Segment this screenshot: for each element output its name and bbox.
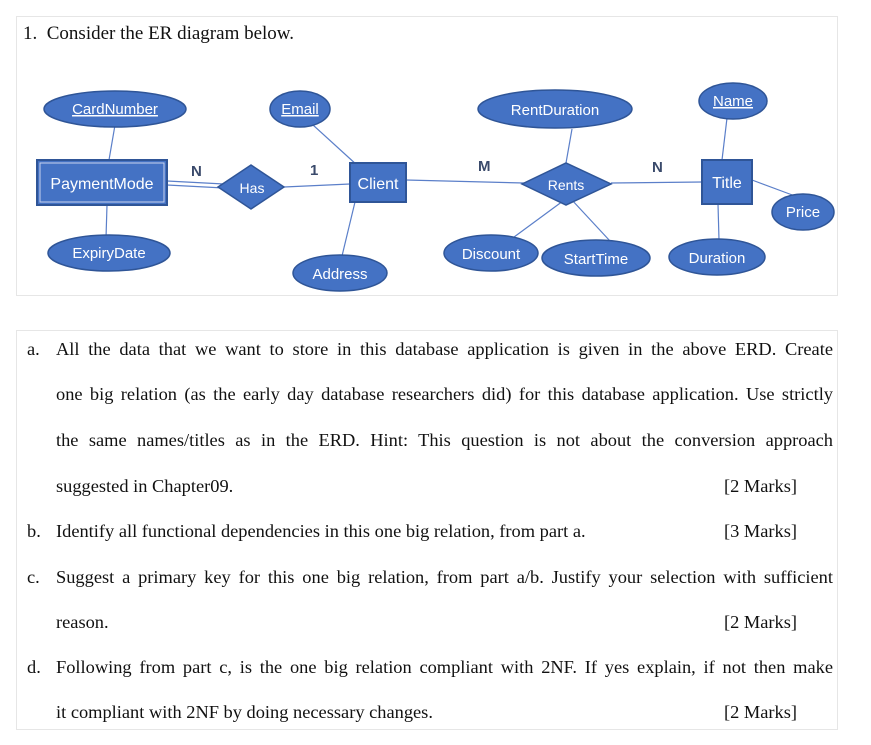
- relationship-rents-label: Rents: [548, 177, 585, 193]
- attribute-address: Address: [292, 254, 388, 292]
- entity-paymentmode: PaymentMode: [36, 159, 168, 206]
- line-expirydate-paymentmode: [105, 204, 108, 239]
- part-a-line-2: one big relation (as the early day datab…: [56, 384, 833, 404]
- part-d-marks: [2 Marks]: [724, 702, 798, 722]
- part-d-line-2: it compliant with 2NF by doing necessary…: [56, 702, 433, 722]
- attribute-discount-label: Discount: [462, 246, 521, 263]
- question-heading: 1. Consider the ER diagram below.: [23, 23, 294, 45]
- line-price-title: [751, 179, 796, 197]
- attribute-starttime: StartTime: [541, 239, 651, 277]
- attribute-rentduration-label: RentDuration: [511, 102, 599, 119]
- line-name-title: [721, 117, 728, 161]
- attribute-cardnumber: CardNumber: [43, 90, 187, 128]
- attribute-cardnumber-label: CardNumber: [72, 101, 158, 118]
- entity-client-label: Client: [358, 176, 399, 193]
- attribute-starttime-label: StartTime: [564, 251, 628, 268]
- cardinality-rents-title: N: [652, 159, 663, 176]
- attribute-expirydate-label: ExpiryDate: [72, 245, 145, 262]
- part-b-marks: [3 Marks]: [724, 521, 798, 541]
- attribute-expirydate: ExpiryDate: [47, 234, 171, 272]
- cardinality-has-payment: N: [191, 163, 202, 180]
- attribute-address-label: Address: [312, 266, 367, 283]
- line-duration-title: [717, 203, 720, 241]
- entity-client: Client: [349, 162, 407, 203]
- part-a-line-3: the same names/titles as in the ERD. Hin…: [56, 430, 833, 450]
- cardinality-rents-client: M: [478, 158, 491, 175]
- attribute-email-label: Email: [281, 101, 319, 118]
- attribute-price-label: Price: [786, 204, 820, 221]
- line-has-client: [283, 183, 351, 188]
- part-d-line-1: Following from part c, is the one big re…: [56, 657, 833, 677]
- attribute-price: Price: [771, 193, 835, 231]
- line-cardnumber-paymentmode: [108, 124, 116, 161]
- attribute-name-label: Name: [713, 93, 753, 110]
- questions-frame: a. All the data that we want to store in…: [16, 330, 838, 730]
- line-rents-title: [610, 181, 703, 184]
- double-line-paymentmode-has: [166, 180, 225, 189]
- entity-paymentmode-label: PaymentMode: [50, 176, 153, 193]
- line-address-client: [341, 201, 356, 257]
- diagram-frame: [16, 16, 838, 296]
- part-d-label: d.: [27, 657, 41, 677]
- part-b-label: b.: [27, 521, 41, 541]
- part-c-marks: [2 Marks]: [724, 612, 798, 632]
- relationship-has: Has: [216, 164, 286, 210]
- cardinality-labels: N 1 M N: [191, 158, 663, 180]
- relationship-has-label: Has: [240, 180, 265, 196]
- attribute-discount: Discount: [443, 234, 539, 272]
- line-client-rents: [405, 179, 525, 184]
- line-discount-rents: [509, 200, 564, 241]
- part-c-line-1: Suggest a primary key for this one big r…: [56, 567, 833, 587]
- attribute-email: Email: [269, 90, 331, 128]
- part-a-label: a.: [27, 339, 40, 359]
- connector-lines: [105, 117, 796, 257]
- attribute-name: Name: [698, 82, 768, 120]
- line-starttime-rents: [570, 198, 611, 242]
- entity-title: Title: [701, 159, 753, 205]
- part-b-line-1: Identify all functional dependencies in …: [56, 521, 586, 541]
- part-a-line-4: suggested in Chapter09.: [56, 476, 234, 496]
- part-a-line-1: All the data that we want to store in th…: [56, 339, 833, 359]
- question-number: 1.: [23, 23, 38, 44]
- part-c-line-2: reason.: [56, 612, 109, 632]
- part-c-label: c.: [27, 567, 40, 587]
- part-a-marks: [2 Marks]: [724, 476, 798, 496]
- relationship-rents: Rents: [520, 162, 613, 206]
- question-text: Consider the ER diagram below.: [46, 23, 295, 44]
- attribute-rentduration: RentDuration: [477, 89, 633, 129]
- line-email-client: [312, 124, 359, 167]
- cardinality-has-client: 1: [310, 162, 318, 179]
- er-diagram: CardNumber ExpiryDate Email Address Rent…: [36, 82, 835, 292]
- entity-title-label: Title: [712, 175, 742, 192]
- line-rentduration-rents: [565, 128, 573, 164]
- attribute-duration-label: Duration: [689, 250, 746, 267]
- attribute-duration: Duration: [668, 238, 766, 276]
